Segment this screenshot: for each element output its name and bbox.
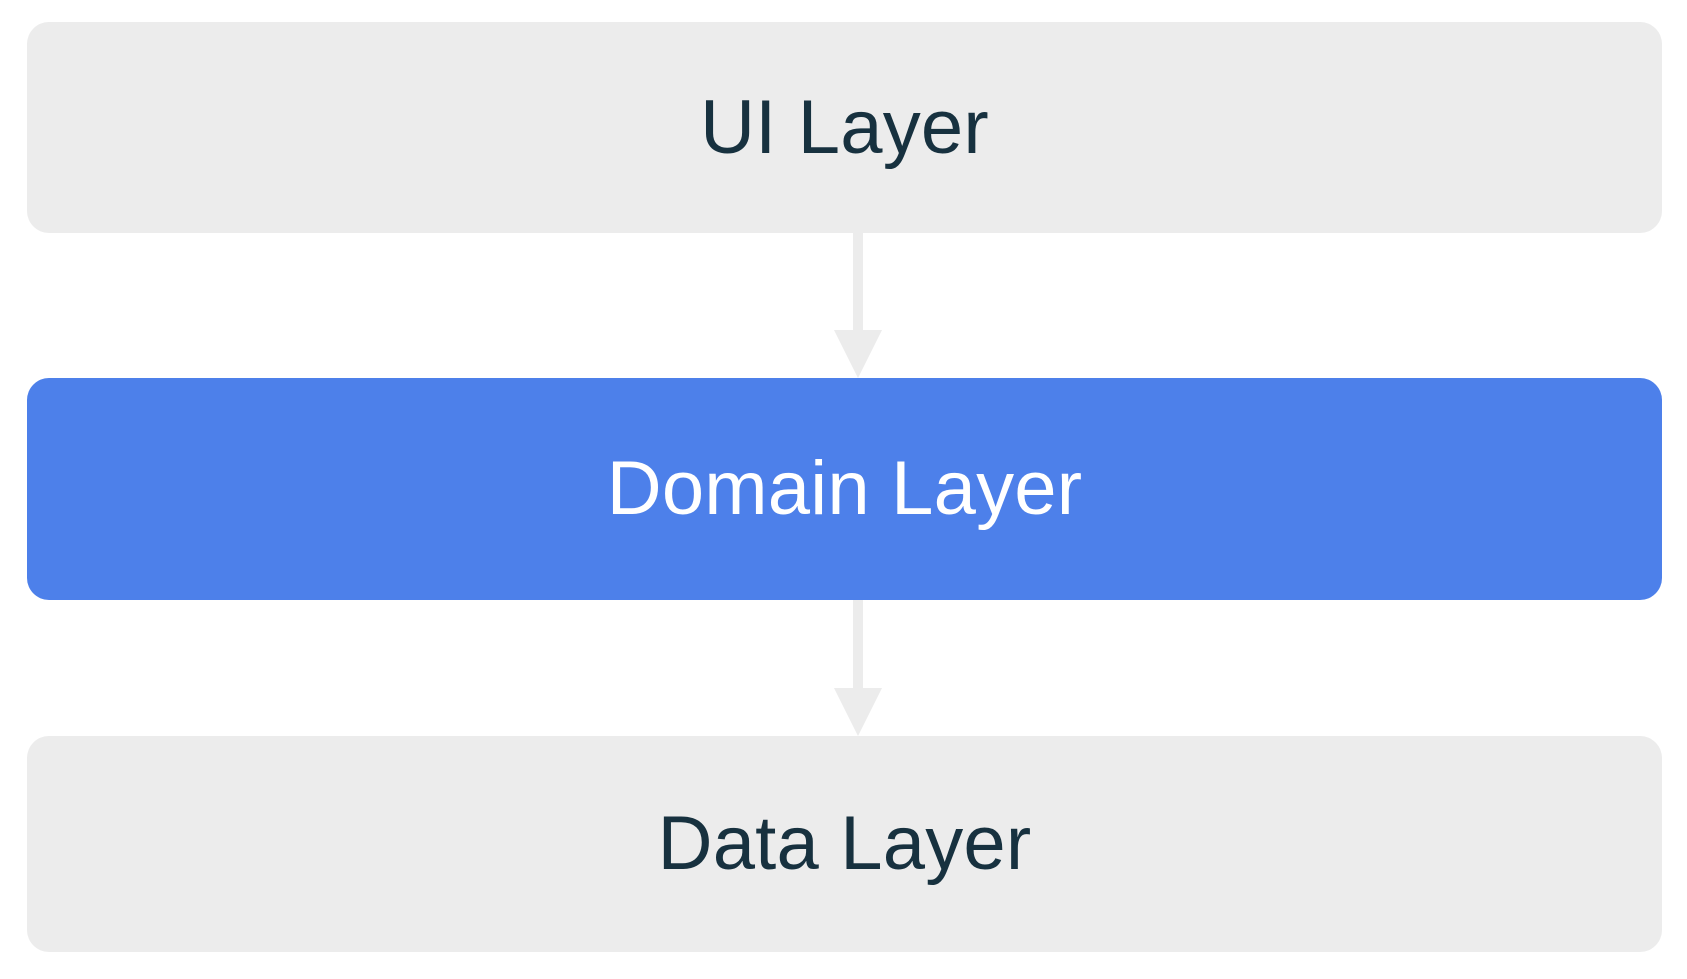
layer-node-domain-label: Domain Layer [606, 446, 1083, 531]
arrow-ui-to-domain-shape [834, 233, 882, 378]
layer-node-domain[interactable]: Domain Layer [27, 378, 1662, 600]
arrow-ui-to-domain [834, 233, 882, 378]
layer-node-ui-label: UI Layer [700, 84, 989, 170]
layer-node-data[interactable]: Data Layer [27, 736, 1662, 952]
layer-node-ui[interactable]: UI Layer [27, 22, 1662, 233]
arrow-domain-to-data-shape [834, 600, 882, 736]
layer-node-data-label: Data Layer [657, 801, 1032, 886]
arrow-domain-to-data [834, 600, 882, 736]
